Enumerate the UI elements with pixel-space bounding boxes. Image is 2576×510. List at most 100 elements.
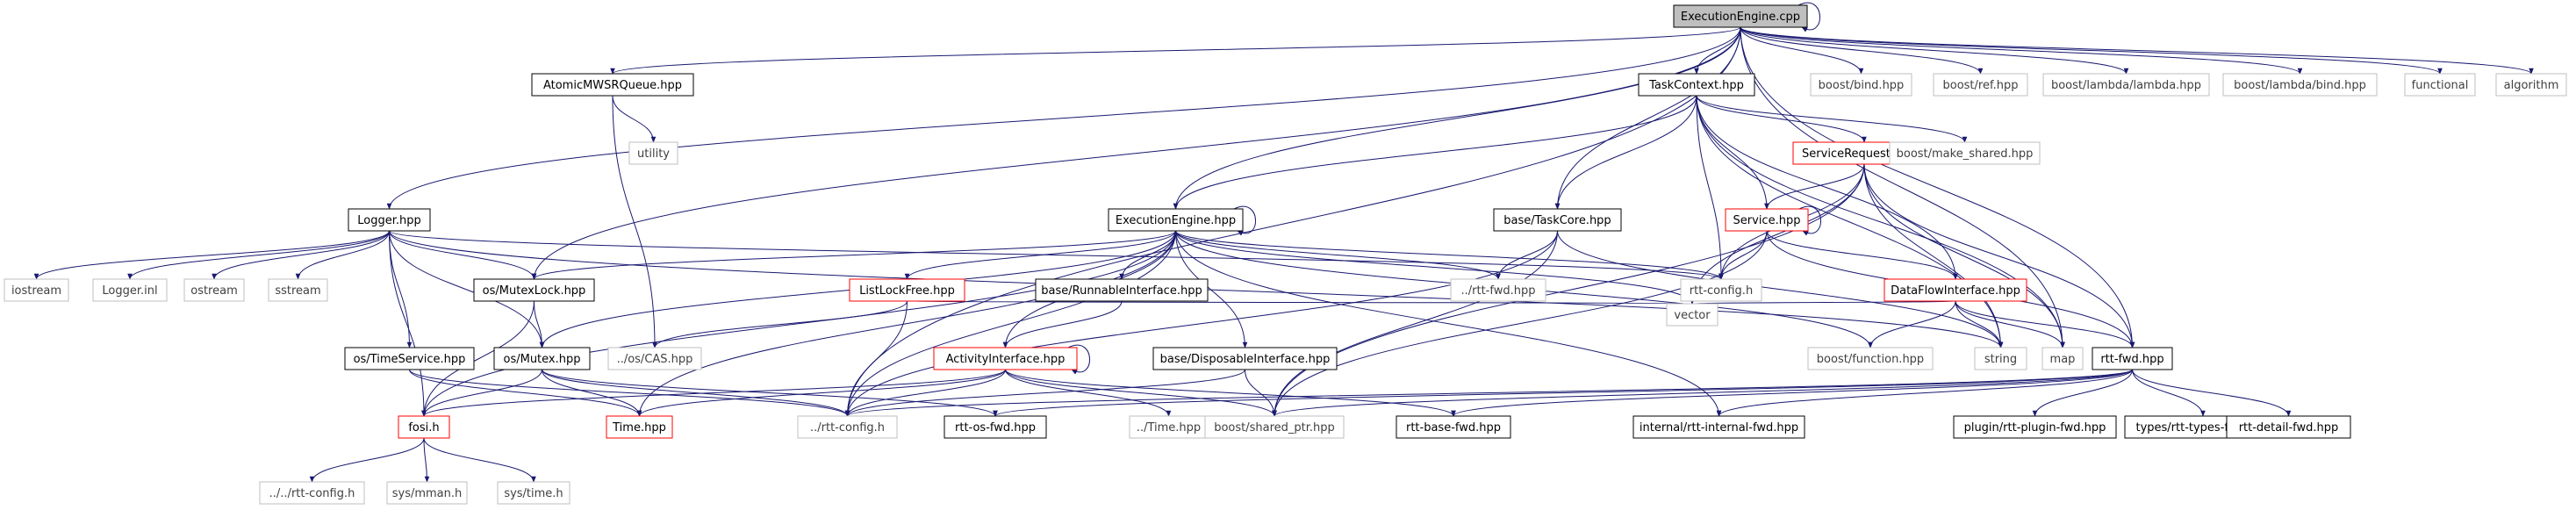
node-rtt-detail-fwd-hpp[interactable]: rtt-detail-fwd.hpp [2226, 415, 2351, 439]
edge-listlockfree-hpp-to-os-cas-hpp [652, 300, 908, 348]
node-boost-make-shared-hpp: boost/make_shared.hpp [1889, 141, 2041, 165]
node-label: sys/mman.h [392, 487, 463, 500]
node-box [473, 278, 595, 302]
edge-rtt-fwd-hpp-to-rtt-detail-fwd-hpp [2132, 369, 2292, 417]
edge-dataflowinterface-hpp-to-rtt-fwd-hpp [1955, 300, 2135, 348]
node-time-hpp[interactable]: Time.hpp [606, 415, 673, 439]
node-label: rtt-os-fwd.hpp [955, 421, 1036, 435]
node-label: internal/rtt-internal-fwd.hpp [1640, 421, 1798, 435]
node-box [1680, 278, 1762, 302]
edge-logger-hpp-to-fosi-h [389, 230, 427, 417]
node-dataflowinterface-hpp[interactable]: DataFlowInterface.hpp [1884, 278, 2027, 302]
node-label: TaskContext.hpp [1648, 79, 1744, 92]
node-box [2404, 73, 2476, 97]
edge-executionengine-cpp-to-base-taskcore-hpp [1554, 26, 1741, 210]
node-vector: vector [1666, 303, 1719, 327]
edge-servicerequester-hpp-to-boost-shared-ptr-hpp [1272, 163, 1865, 417]
node-label: Service.hpp [1733, 214, 1801, 227]
edge-rtt-fwd-hpp-to-internal-rtt-internal-fwd-hpp [1716, 369, 2133, 417]
node-label: base/DisposableInterface.hpp [1160, 353, 1331, 366]
edge-service-hpp-to-rtt-config-h [1719, 230, 1768, 280]
node-os-mutex-hpp[interactable]: os/Mutex.hpp [493, 347, 591, 370]
node-base-disposableinterface-hpp[interactable]: base/DisposableInterface.hpp [1152, 347, 1338, 370]
node-plugin-rtt-plugin-fwd-hpp[interactable]: plugin/rtt-plugin-fwd.hpp [1953, 415, 2117, 439]
edge-taskcontext-hpp-to-service-hpp [1696, 95, 1769, 210]
edge-activityinterface-hpp-to-time-hpp [1005, 369, 1172, 417]
node-label: os/Mutex.hpp [504, 353, 581, 366]
edge-logger-hpp-to-logger-inl [127, 230, 390, 280]
node-executionengine-cpp[interactable]: ExecutionEngine.cpp [1673, 4, 1808, 28]
node-box [2226, 415, 2351, 439]
edge-base-taskcore-hpp-to-boost-shared-ptr-hpp [1272, 230, 1558, 417]
edge-executionengine-hpp-to-executionengine-hpp [1233, 205, 1256, 236]
node-label: sys/time.h [504, 487, 563, 500]
node-rtt-config-h: rtt-config.h [1680, 278, 1762, 302]
node-iostream: iostream [4, 278, 69, 302]
node-label: rtt-base-fwd.hpp [1406, 421, 1501, 435]
edge-servicerequester-hpp-to-rtt-fwd-hpp [1863, 163, 2135, 348]
node-listlockfree-hpp[interactable]: ListLockFree.hpp [849, 278, 965, 302]
node-rtt-fwd-hpp[interactable]: rtt-fwd.hpp [2092, 347, 2173, 370]
node-rtt-os-fwd-hpp[interactable]: rtt-os-fwd.hpp [944, 415, 1047, 439]
node-logger-hpp[interactable]: Logger.hpp [348, 208, 431, 232]
node-label: ../Time.hpp [1137, 421, 1201, 435]
node-box [2222, 73, 2378, 97]
edge-dataflowinterface-hpp-to-map [1955, 300, 2065, 348]
edge-rtt-fwd-hpp-to-boost-shared-ptr-hpp [1272, 369, 2133, 417]
node-fosi-h[interactable]: fosi.h [398, 415, 450, 439]
edge-os-timeservice-hpp-to-time-hpp [409, 369, 642, 417]
edge-atomicmwsrqueue-hpp-to-os-cas-hpp [612, 95, 657, 348]
node-label: sstream [275, 284, 320, 298]
node-label: ../os/CAS.hpp [617, 353, 693, 366]
node-service-hpp[interactable]: Service.hpp [1725, 208, 1809, 232]
edge-rtt-fwd-hpp-to-types-rtt-types-fwd-hpp [2132, 369, 2206, 417]
node-label: plugin/rtt-plugin-fwd.hpp [1964, 421, 2106, 435]
edge-activityinterface-hpp-to-boost-shared-ptr-hpp [1005, 369, 1277, 417]
node-base-taskcore-hpp[interactable]: base/TaskCore.hpp [1493, 208, 1622, 232]
edge-rtt-fwd-hpp-to-rtt-config-h [845, 369, 2133, 417]
node-box [1108, 208, 1244, 232]
edge-servicerequester-hpp-to-service-hpp [1764, 163, 1865, 210]
node-sys-time-h: sys/time.h [497, 481, 570, 505]
node-executionengine-hpp[interactable]: ExecutionEngine.hpp [1108, 208, 1244, 232]
node-box [4, 278, 69, 302]
node-box [1807, 347, 1934, 370]
edge-executionengine-hpp-to-listlockfree-hpp [904, 230, 1176, 280]
edge-activityinterface-hpp-to-rtt-base-fwd-hpp [1005, 369, 1456, 417]
node-box [849, 278, 965, 302]
node-label: iostream [11, 284, 61, 298]
node-rtt-base-fwd-hpp[interactable]: rtt-base-fwd.hpp [1396, 415, 1511, 439]
node-sys-mman-h: sys/mman.h [386, 481, 468, 505]
edge-dataflowinterface-hpp-to-string [1955, 300, 2004, 348]
node-os-mutexlock-hpp[interactable]: os/MutexLock.hpp [473, 278, 595, 302]
node-boost-lambda-bind-hpp: boost/lambda/bind.hpp [2222, 73, 2378, 97]
edge-taskcontext-hpp-to-rtt-config-h [1696, 95, 1724, 280]
edge-os-timeservice-hpp-to-rtt-config-h [409, 369, 850, 417]
node-os-timeservice-hpp[interactable]: os/TimeService.hpp [344, 347, 475, 370]
edge-executionengine-hpp-to-fosi-h [421, 230, 1176, 417]
edge-rtt-fwd-hpp-to-rtt-os-fwd-hpp [993, 369, 2133, 417]
node-box [2092, 347, 2173, 370]
node-box [1889, 141, 2041, 165]
node-internal-rtt-internal-fwd-hpp[interactable]: internal/rtt-internal-fwd.hpp [1632, 415, 1805, 439]
node-boost-bind-hpp: boost/bind.hpp [1810, 73, 1912, 97]
edge-os-mutexlock-hpp-to-os-mutex-hpp [534, 300, 545, 348]
node-atomicmwsrqueue-hpp[interactable]: AtomicMWSRQueue.hpp [531, 73, 694, 97]
node-label: ExecutionEngine.hpp [1116, 214, 1236, 227]
node-box [531, 73, 694, 97]
node-label: DataFlowInterface.hpp [1891, 284, 2020, 298]
node-box [1933, 73, 2028, 97]
edge-executionengine-hpp-to-os-mutexlock-hpp [531, 230, 1176, 280]
node-box [933, 347, 1078, 370]
node-label: rtt-config.h [1690, 284, 1753, 298]
node-activityinterface-hpp[interactable]: ActivityInterface.hpp [933, 347, 1078, 370]
node-base-runnableinterface-hpp[interactable]: base/RunnableInterface.hpp [1035, 278, 1209, 302]
node-label: boost/make_shared.hpp [1897, 147, 2034, 161]
node-functional: functional [2404, 73, 2476, 97]
node-taskcontext-hpp[interactable]: TaskContext.hpp [1638, 73, 1755, 97]
node-os-cas-hpp: ../os/CAS.hpp [607, 347, 702, 370]
node-label: AtomicMWSRQueue.hpp [543, 79, 682, 92]
node-label: string [1984, 353, 2017, 366]
edge-servicerequester-hpp-to-map [1863, 163, 2065, 348]
edge-executionengine-cpp-to-rtt-fwd-hpp [1740, 26, 2135, 348]
